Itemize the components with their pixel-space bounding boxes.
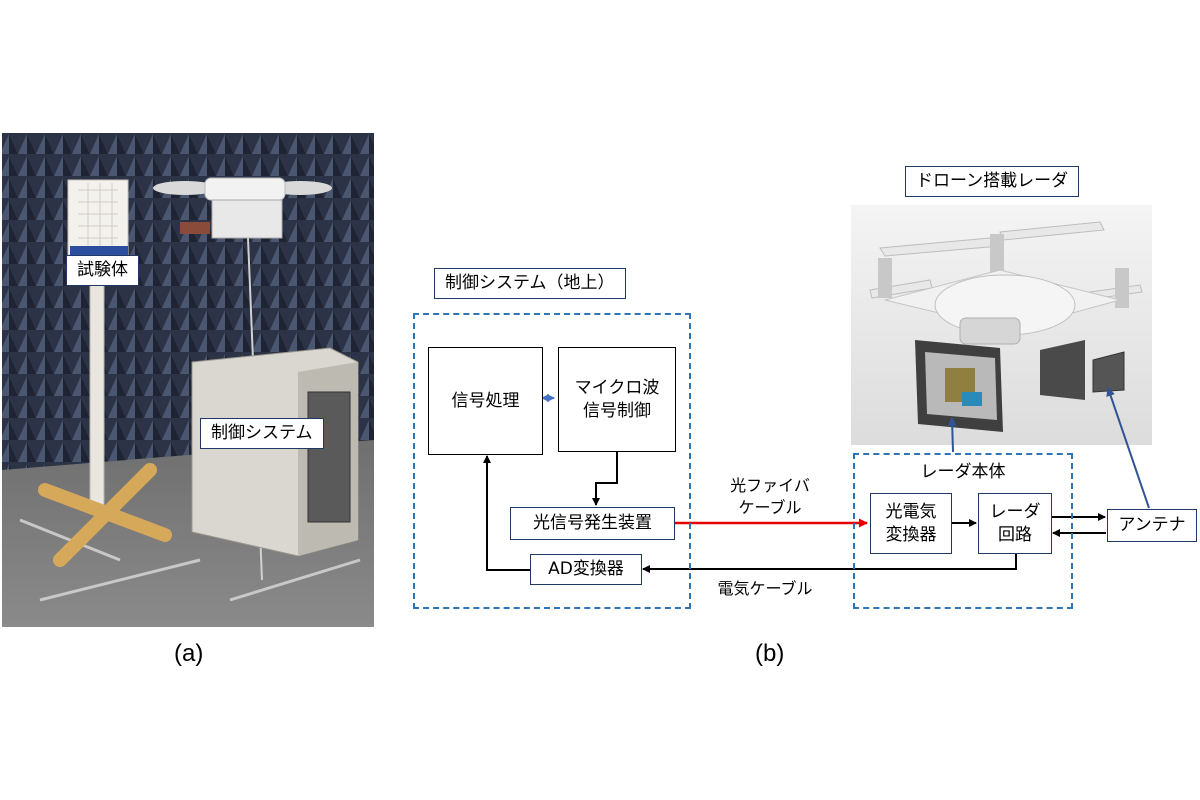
arrow-microwave-to-optical xyxy=(592,452,618,506)
pointer-antenna xyxy=(1106,387,1150,509)
arrow-ad-to-processing xyxy=(483,455,530,571)
panel-label-b: (b) xyxy=(755,640,785,667)
drone-rendering xyxy=(851,205,1152,445)
pointer-radar-body xyxy=(947,417,957,453)
ad-converter-block: AD変換器 xyxy=(530,554,642,585)
control-system-label: 制御システム xyxy=(200,418,324,449)
radar-body-title: レーダ本体 xyxy=(920,462,1006,482)
ground-system-title: 制御システム（地上） xyxy=(434,268,626,299)
electric-cable-label: 電気ケーブル xyxy=(717,579,813,598)
electric-cable-line xyxy=(642,554,1017,573)
drone-radar-title: ドローン搭載レーダ xyxy=(905,166,1080,197)
antenna-block: アンテナ xyxy=(1107,509,1197,542)
anechoic-chamber-photo xyxy=(2,133,374,627)
optical-signal-generator-block: 光信号発生装置 xyxy=(510,507,675,540)
signal-processing-block: 信号処理 xyxy=(428,347,543,455)
radar-body-group xyxy=(853,453,1073,609)
oe-converter-block: 光電気 変換器 xyxy=(870,493,952,554)
microwave-control-block: マイクロ波 信号制御 xyxy=(558,347,676,452)
specimen-label: 試験体 xyxy=(66,255,139,286)
optical-fiber-cable-label: 光ファイバ ケーブル xyxy=(730,476,810,517)
panel-label-a: (a) xyxy=(174,640,204,667)
radar-circuit-block: レーダ 回路 xyxy=(978,493,1052,554)
ground-system-group xyxy=(413,313,691,609)
